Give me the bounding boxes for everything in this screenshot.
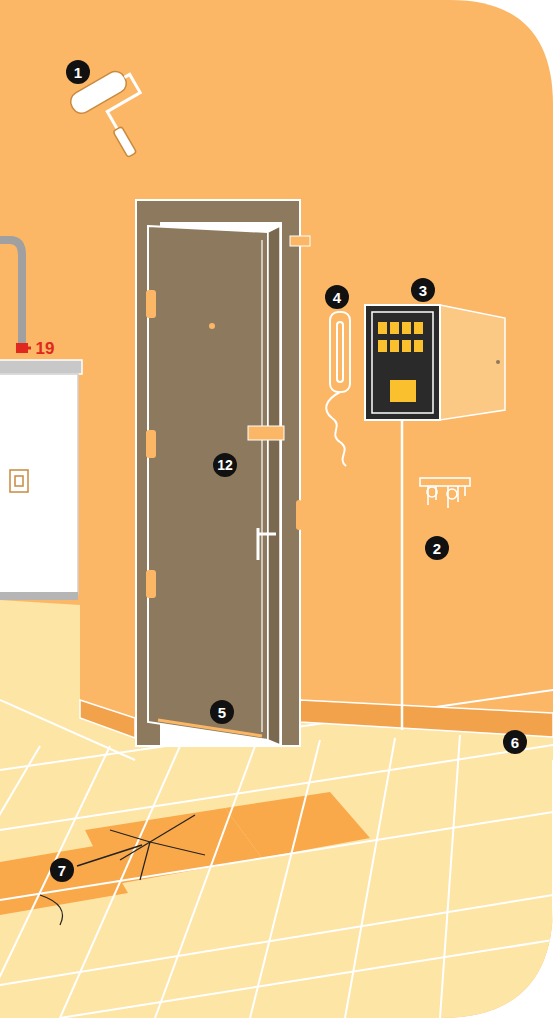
frame-lock (290, 236, 310, 246)
appliance (0, 374, 78, 594)
callout-text: 7 (58, 863, 66, 878)
intercom (326, 312, 350, 466)
callout-number: 12 (213, 453, 237, 477)
callout-number: 3 (411, 278, 435, 302)
callout-number: 7 (50, 858, 74, 882)
electrical-panel (365, 305, 440, 420)
valve-handle (28, 347, 31, 350)
key-rack (420, 478, 470, 508)
valve (16, 343, 28, 353)
socket (10, 470, 28, 492)
door-edge (268, 226, 280, 745)
callout-text: 4 (333, 290, 341, 305)
hinge (146, 290, 156, 598)
callout-number: 5 (210, 700, 234, 724)
callout-text: 1 (74, 65, 82, 80)
callout-number: 6 (503, 730, 527, 754)
callout-number: 19 (35, 338, 56, 359)
callout-text: 3 (419, 283, 427, 298)
strike-plate (296, 500, 302, 530)
appliance-base (0, 592, 78, 600)
leader-line (77, 845, 142, 866)
callout-number: 4 (325, 285, 349, 309)
cable (401, 420, 404, 730)
counter-top (0, 360, 82, 374)
latch (248, 426, 284, 440)
crack (40, 815, 205, 925)
callout-number: 1 (66, 60, 90, 84)
panel-door (440, 305, 505, 420)
callout-text: 12 (217, 458, 233, 472)
peephole (209, 323, 215, 329)
callout-number: 2 (425, 536, 449, 560)
handle (258, 528, 276, 560)
callout-text: 5 (218, 705, 226, 720)
tile (225, 792, 370, 858)
callout-text: 2 (433, 541, 441, 556)
door-frame (136, 200, 300, 746)
callout-text: 19 (36, 340, 55, 357)
baseboard (80, 700, 135, 738)
callout-text: 6 (511, 735, 519, 750)
door-seal (158, 720, 262, 736)
pipe (0, 240, 22, 343)
door-leaf (148, 226, 268, 740)
